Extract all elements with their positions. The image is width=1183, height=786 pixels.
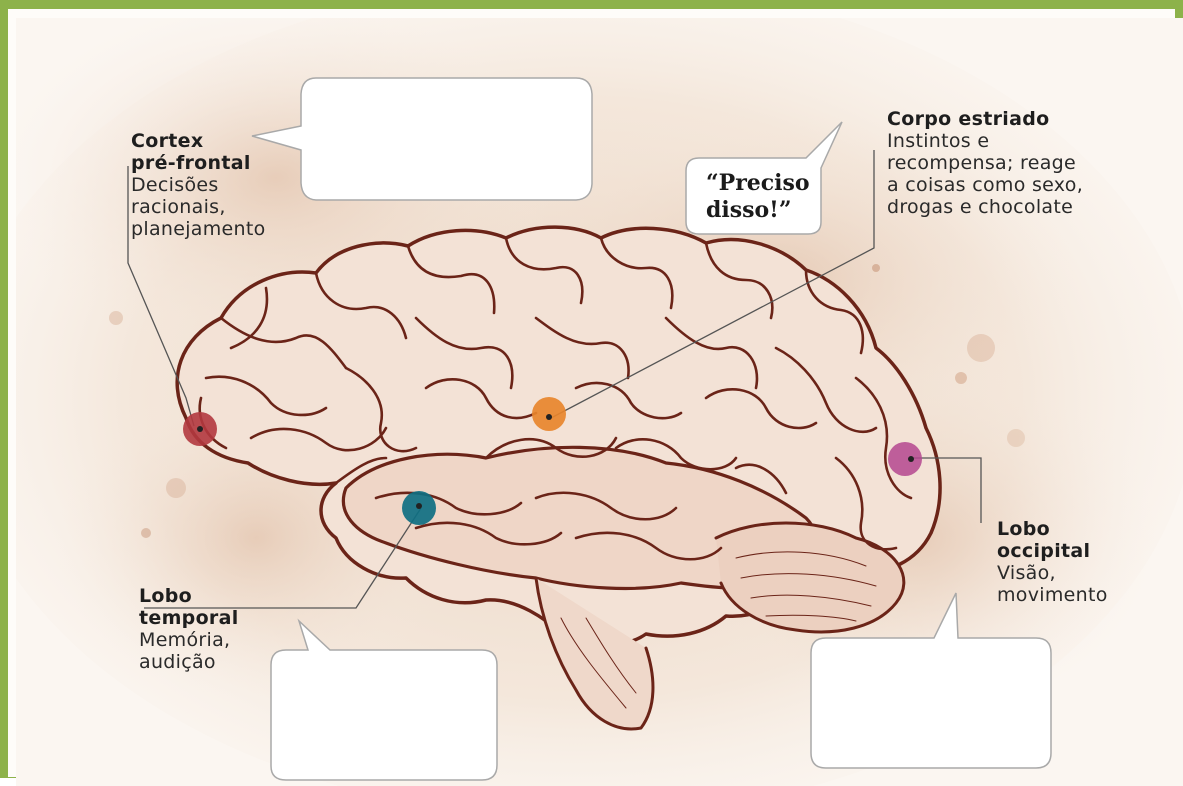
quote-line1: “Preciso [706, 170, 816, 197]
label-temporal-title-line2: temporal [139, 607, 309, 629]
label-occipital-title-line2: occipital [997, 540, 1167, 562]
label-occipital-desc-line2: movimento [997, 584, 1167, 606]
label-occipital-desc-line1: Visão, [997, 562, 1167, 584]
marker-occipital [888, 442, 922, 476]
quote-bubble-text: “Preciso disso!” [706, 170, 816, 224]
label-striatum-desc-line4: drogas e chocolate [887, 196, 1177, 218]
label-lobo-temporal: Lobo temporal Memória, audição [139, 585, 309, 673]
label-striatum-desc-line2: recompensa; reage [887, 152, 1177, 174]
label-corpo-estriado: Corpo estriado Instintos e recompensa; r… [887, 108, 1177, 218]
label-temporal-desc-line1: Memória, [139, 629, 309, 651]
label-prefrontal-cortex: Cortex pré-frontal Decisões racionais, p… [131, 130, 321, 240]
label-striatum-desc-line3: a coisas como sexo, [887, 174, 1177, 196]
label-prefrontal-desc-line2: racionais, [131, 196, 321, 218]
label-prefrontal-desc-line3: planejamento [131, 218, 321, 240]
label-striatum-desc-line1: Instintos e [887, 130, 1177, 152]
label-prefrontal-title-line1: Cortex [131, 130, 321, 152]
quote-line2: disso!” [706, 197, 816, 224]
brain-infographic: Cortex pré-frontal Decisões racionais, p… [16, 18, 1183, 786]
label-temporal-desc-line2: audição [139, 651, 309, 673]
label-prefrontal-title-line2: pré-frontal [131, 152, 321, 174]
label-striatum-title: Corpo estriado [887, 108, 1177, 130]
label-occipital-title-line1: Lobo [997, 518, 1167, 540]
label-temporal-title-line1: Lobo [139, 585, 309, 607]
label-lobo-occipital: Lobo occipital Visão, movimento [997, 518, 1167, 606]
label-prefrontal-desc-line1: Decisões [131, 174, 321, 196]
